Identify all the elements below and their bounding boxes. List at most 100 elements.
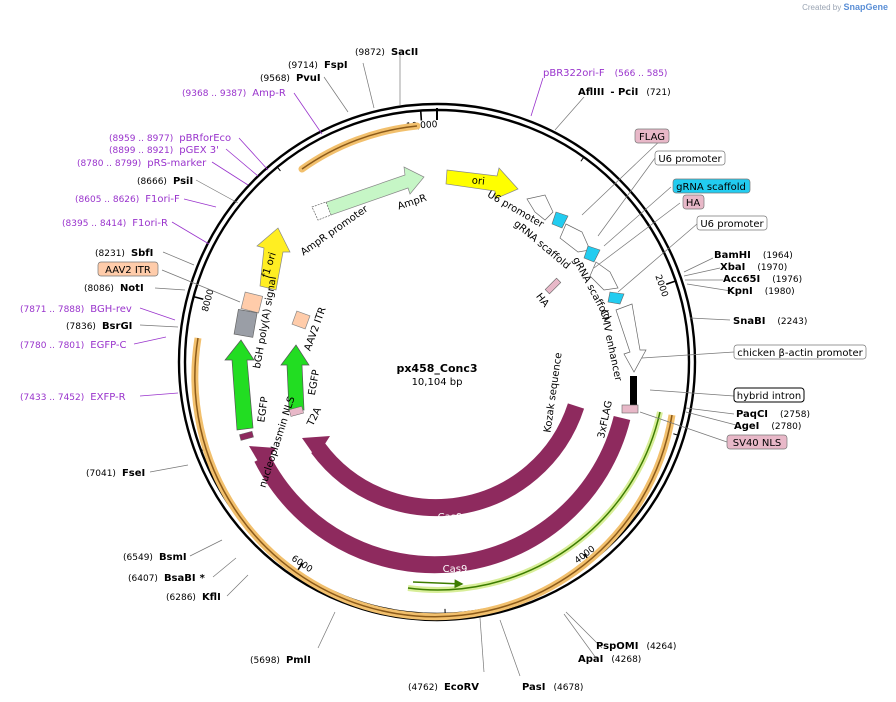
box-hybrid-intron-label: hybrid intron — [737, 391, 801, 402]
enzyme-labels: (9872)SacII (9714)FspI (9568)PvuI AflIII… — [66, 47, 810, 693]
bgh-polya-box — [233, 309, 258, 338]
enzyme-pos-noti: (8086) — [84, 284, 114, 294]
box-grna-scaffold-label: gRNA scaffold — [676, 182, 746, 193]
primer-name-pgex3: pGEX 3' — [179, 145, 219, 156]
enzyme-pos-xbai: (1970) — [757, 263, 787, 273]
tick-label: 8000 — [201, 288, 217, 313]
enzyme-name-xbai: XbaI — [720, 262, 745, 273]
ori-label: ori — [471, 175, 485, 187]
enzyme-pos-sbfi: (8231) — [95, 249, 125, 259]
primer-name-prs-marker: pRS-marker — [147, 158, 207, 169]
cas9-arc-outer — [254, 415, 631, 574]
svg-text:BamHI(1964): BamHI(1964) — [714, 250, 793, 261]
svg-text:PspOMI(4264): PspOMI(4264) — [596, 641, 676, 652]
primer-range-egfp-c: (7780 .. 7801) — [20, 341, 84, 351]
primer-name-bgh-rev: BGH-rev — [90, 304, 132, 315]
enzyme-name-sacii: SacII — [391, 47, 418, 58]
svg-text:(8231)SbfI: (8231)SbfI — [95, 248, 153, 259]
enzyme-pos-bsabi: (6407) — [128, 574, 158, 584]
tick-mark — [193, 295, 204, 300]
box-aav2-itr-label: AAV2 ITR — [105, 265, 151, 276]
aav2-itr-box-left — [240, 291, 264, 314]
primer-name-pbrforeco: pBRforEco — [179, 133, 231, 144]
primer-range-amp-r: (9368 .. 9387) — [182, 89, 246, 99]
enzyme-pos-fsei: (7041) — [86, 469, 116, 479]
svg-text:(6549)BsmI: (6549) BsmI — [123, 552, 187, 563]
egfp-arrow-outer — [224, 339, 255, 431]
svg-text:(9872)SacII: (9872)SacII — [355, 47, 418, 58]
u6-promoter-arrow-1 — [526, 194, 554, 221]
enzyme-extra-afliii: - PciI — [610, 87, 638, 98]
primer-name-egfp-c: EGFP-C — [90, 340, 126, 351]
primer-name-amp-r: Amp-R — [252, 88, 286, 99]
cmv-enhancer-arrow — [615, 303, 647, 373]
svg-text:(8605 .. 8626)F1ori-F: (8605 .. 8626)F1ori-F — [75, 194, 180, 205]
enzyme-name-bamhi: BamHI — [714, 250, 751, 261]
svg-text:XbaI(1970): XbaI (1970) — [720, 262, 787, 273]
enzyme-pos-agei: (2780) — [771, 422, 801, 432]
enzyme-name-bsmi: BsmI — [159, 552, 187, 563]
box-ha — [682, 194, 705, 210]
box-flag — [634, 128, 670, 144]
leader-lines — [139, 55, 737, 677]
svg-text:(9568)PvuI: (9568)PvuI — [260, 73, 321, 84]
t2a-label: T2A — [305, 406, 324, 429]
egfp-outer-label: EGFP — [256, 396, 270, 423]
flag-box — [621, 404, 639, 414]
tick-label: 2000 — [652, 274, 669, 299]
enzyme-name-pmli: PmlI — [286, 655, 311, 666]
enzyme-pos-fspi: (9714) — [288, 61, 318, 71]
box-u6-promoter-1 — [654, 150, 726, 166]
box-flag-label: FLAG — [639, 132, 665, 143]
enzyme-name-bsabi: BsaBI — [164, 573, 196, 584]
enzyme-pos-bsmi: (6549) — [123, 553, 153, 563]
svg-text:AflIII- PciI(721): AflIII - PciI (721) — [578, 87, 671, 98]
enzyme-pos-ecorv: (4762) — [408, 683, 438, 693]
svg-text:(6407)BsaBI*: (6407) BsaBI * — [128, 573, 206, 584]
grna-scaffold-box-2 — [583, 245, 601, 263]
f1-ori-arrow — [256, 227, 291, 291]
enzyme-pos-kpni: (1980) — [765, 287, 795, 297]
enzyme-pos-snabi: (2243) — [777, 317, 807, 327]
snapgene-logo-text: SnapGene — [843, 2, 888, 12]
box-sv40-nls-label: SV40 NLS — [733, 438, 782, 449]
u6-promoter-arrow-2 — [559, 223, 591, 253]
primer-range-f1ori-r: (8395 .. 8414) — [62, 219, 126, 229]
svg-text:(8959 .. 8977)pBRforEco: (8959 .. 8977)pBRforEco — [109, 133, 231, 144]
plasmid-length: 10,104 bp — [412, 377, 463, 388]
cas9-arrowhead-inner — [302, 436, 330, 458]
enzyme-pos-afliii: (721) — [646, 88, 670, 98]
cas9-outer-label: Cas9 — [443, 564, 468, 575]
primer-leaders — [133, 77, 544, 397]
enzyme-name-afliii: AflIII — [578, 87, 604, 98]
enzyme-name-bsrgi: BsrGI — [102, 321, 132, 332]
primer-name-pbr322ori-f: pBR322ori-F — [543, 68, 605, 79]
nucleoplasmin-nls-box — [239, 430, 254, 441]
egfp-arrow-inner — [280, 344, 310, 411]
ha-label: HA — [533, 291, 551, 309]
primer-range-f1ori-f: (8605 .. 8626) — [75, 195, 139, 205]
primer-name-exfp-r: EXFP-R — [90, 392, 125, 403]
svg-text:(6286)KflI: (6286)KflI — [166, 592, 221, 603]
primer-range-pbr322ori-f: (566 .. 585) — [615, 69, 668, 79]
primer-range-pgex3: (8899 .. 8921) — [109, 146, 173, 156]
svg-text:(8899 .. 8921)pGEX 3': (8899 .. 8921) pGEX 3' — [109, 145, 219, 156]
box-u6-promoter-2 — [696, 215, 768, 231]
svg-text:ApaI(4268): ApaI(4268) — [578, 654, 641, 665]
svg-text:KpnI(1980): KpnI(1980) — [727, 286, 795, 297]
svg-text:(7836)BsrGI: (7836) BsrGI — [66, 321, 132, 332]
svg-text:(7041)FseI: (7041)FseI — [86, 468, 145, 479]
primer-range-prs-marker: (8780 .. 8799) — [77, 159, 141, 169]
svg-text:(4762)EcoRV: (4762)EcoRV — [408, 682, 479, 693]
svg-text:(9714)FspI: (9714)FspI — [288, 60, 348, 71]
svg-text:(8780 .. 8799)pRS-marker: (8780 .. 8799) pRS-marker — [77, 158, 207, 169]
enzyme-extra-bsabi: * — [200, 573, 206, 584]
u6-promoter-arrow-3 — [589, 261, 619, 291]
tick-mark — [580, 156, 585, 162]
enzyme-pos-kfli: (6286) — [166, 593, 196, 603]
box-chicken-actin-promoter-label: chicken β-actin promoter — [737, 348, 863, 359]
ampr-label: AmpR — [396, 193, 428, 213]
enzyme-pos-bsrgi: (7836) — [66, 322, 96, 332]
primer-range-exfp-r: (7433 .. 7452) — [20, 393, 84, 403]
